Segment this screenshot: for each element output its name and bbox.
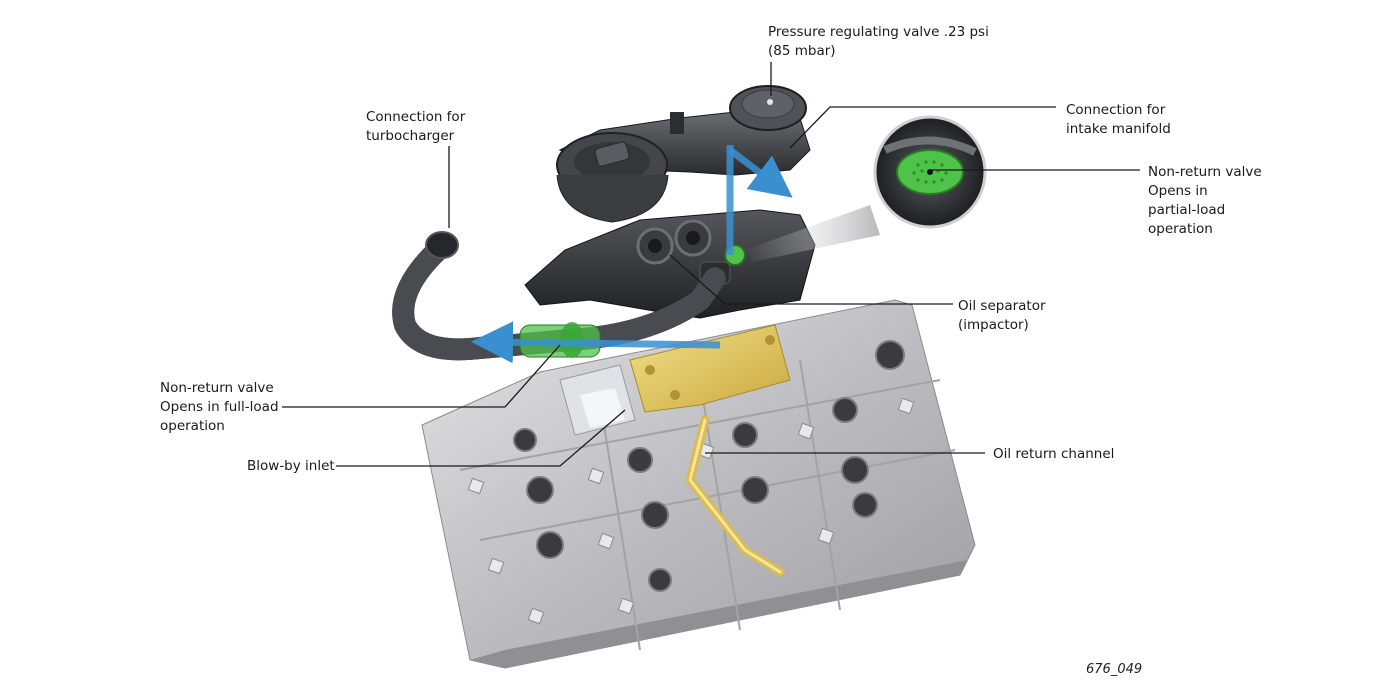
gas-flow-arrows <box>471 145 793 364</box>
turbocharger-hose <box>392 231 726 361</box>
label-intake-manifold-connection: Connection for intake manifold <box>1066 102 1171 137</box>
label-turbocharger-connection: Connection for turbocharger <box>366 109 466 144</box>
oil-separator-housing <box>524 209 816 319</box>
label-oil-return-channel: Oil return channel <box>993 446 1115 462</box>
oil-separator-base <box>629 324 791 413</box>
partial-load-valve-inset <box>873 115 987 229</box>
pressure-regulating-valve-cover <box>556 85 811 223</box>
label-nonreturn-valve-partial-load: Non-return valve Opens in partial-load o… <box>1148 164 1262 237</box>
label-blowby-inlet: Blow-by inlet <box>247 458 335 474</box>
inset-pointer-cone <box>745 205 880 262</box>
label-pressure-regulating-valve: Pressure regulating valve .23 psi (85 mb… <box>768 24 989 59</box>
label-nonreturn-valve-full-load: Non-return valve Opens in full-load oper… <box>160 380 279 434</box>
figure-number: 676_049 <box>1086 662 1143 677</box>
label-oil-separator: Oil separator (impactor) <box>958 298 1046 333</box>
leader-lines <box>282 62 1140 467</box>
oil-return-channel <box>685 415 785 577</box>
